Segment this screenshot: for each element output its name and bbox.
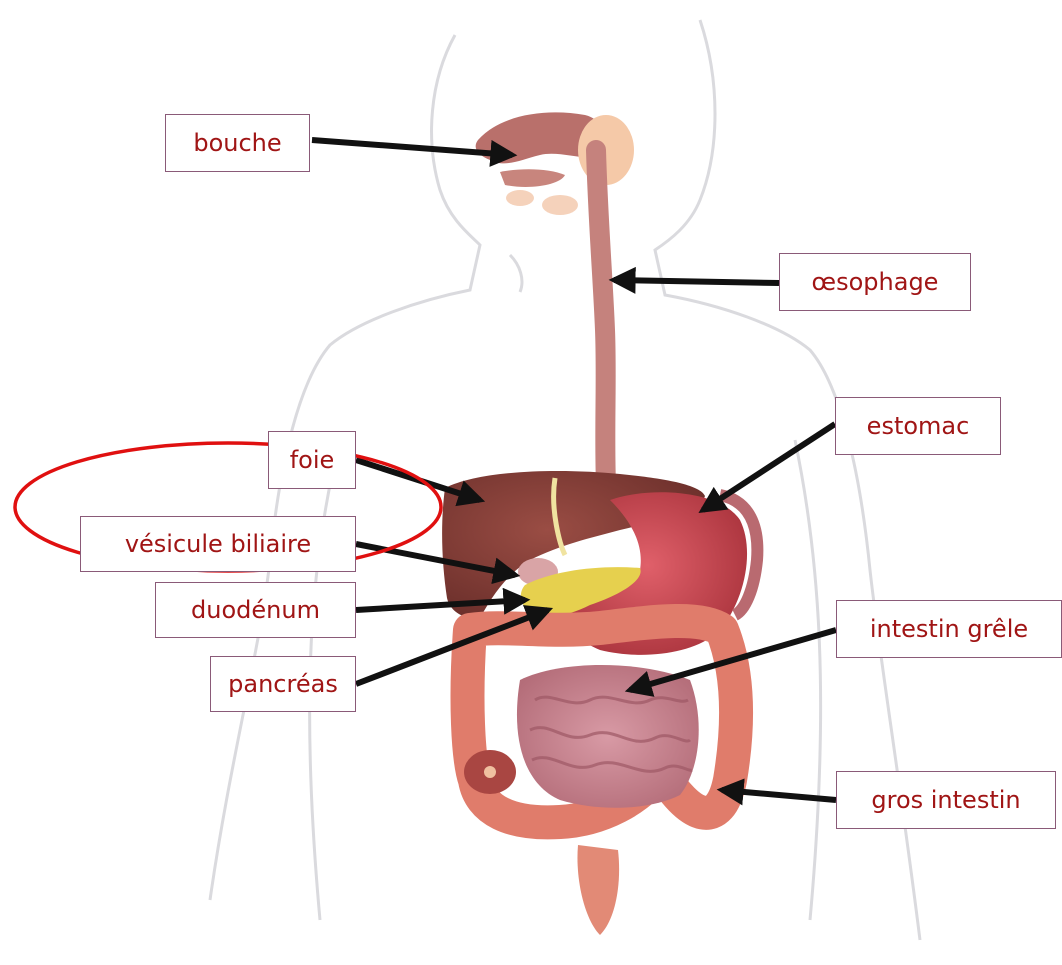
arrow-oesophage <box>614 280 779 283</box>
label-foie: foie <box>268 431 356 489</box>
label-duodenum: duodénum <box>155 582 356 638</box>
arrow-duodenum <box>356 600 525 610</box>
label-pancreas: pancréas <box>210 656 356 712</box>
label-bouche: bouche <box>165 114 310 172</box>
label-gros-intestin: gros intestin <box>836 771 1056 829</box>
esophagus <box>596 150 606 485</box>
label-oesophage: œsophage <box>779 253 971 311</box>
mouth-structures <box>476 112 634 215</box>
label-estomac: estomac <box>835 397 1001 455</box>
label-intestin-grele: intestin grêle <box>836 600 1062 658</box>
arrow-estomac <box>703 424 835 510</box>
label-vesicule-biliaire: vésicule biliaire <box>80 516 356 572</box>
